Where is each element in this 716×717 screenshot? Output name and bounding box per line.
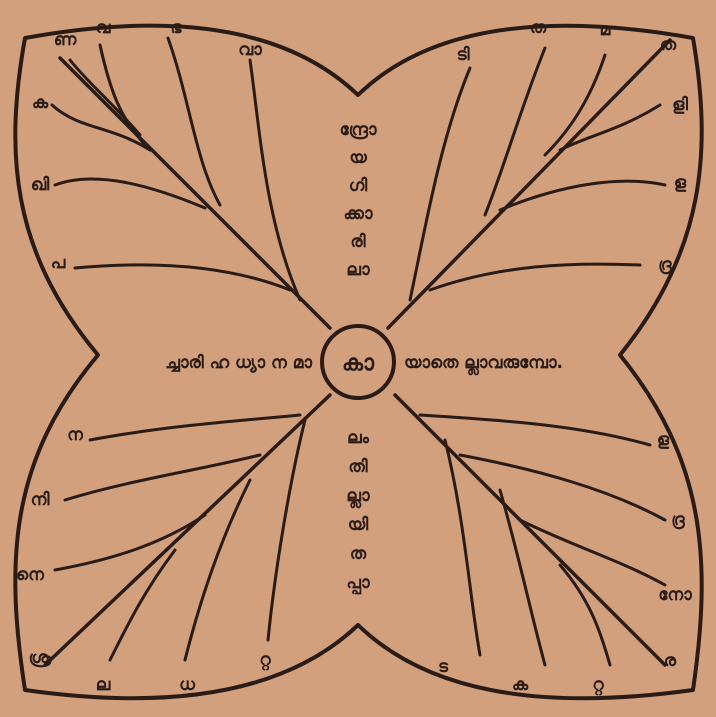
- midrib-bottom-left: [45, 395, 330, 665]
- vertical-top-glyph: ലാ: [346, 260, 370, 280]
- vertical-bottom-glyph: ത: [350, 544, 367, 564]
- rim-glyph: ള: [657, 430, 670, 450]
- rim-glyph: ക: [512, 675, 529, 695]
- rim-glyph: റ്റ: [592, 675, 604, 695]
- row-left-text: ച്ചാരി ഹ ധ്യാ ന മാ: [165, 353, 312, 373]
- rim-glyph: ള: [674, 173, 687, 193]
- rim-glyph: ദ്ര: [671, 510, 685, 530]
- rim-glyph: ല: [96, 675, 111, 695]
- rim-glyph: ക: [32, 93, 49, 113]
- rim-glyph: ന: [67, 425, 84, 445]
- vertical-top-glyph: ഗി: [349, 176, 368, 196]
- rim-glyph: ദ്ര: [658, 255, 672, 275]
- rim-glyph: ര: [664, 651, 677, 671]
- vertical-top-column: ന്ദ്രോ യ ഗി ക്കാ രി ലാ: [339, 120, 376, 280]
- rim-glyph: ത: [530, 18, 547, 38]
- rim-glyph: ശ്ര: [29, 648, 53, 668]
- rim-glyph: വ: [96, 18, 112, 38]
- rim-glyph: ഭ: [171, 18, 183, 38]
- vertical-bottom-glyph: തി: [348, 457, 368, 477]
- rim-glyph: റ്റ: [259, 650, 271, 670]
- rim-glyph: നെ: [16, 565, 45, 585]
- rim-glyph: നോ: [658, 585, 692, 605]
- center-letter: കാ: [342, 351, 375, 376]
- rim-glyph: ത: [660, 35, 677, 55]
- vertical-top-glyph: രി: [350, 232, 365, 252]
- vertical-bottom-glyph: പ്പാ: [346, 573, 370, 596]
- rim-glyph: ധ: [179, 675, 196, 695]
- midrib-top-right: [388, 40, 670, 328]
- vertical-top-glyph: ക്കാ: [344, 204, 373, 224]
- rim-glyph: ട: [438, 657, 449, 677]
- rim-glyph: നി: [31, 490, 50, 510]
- rim-glyph: പ: [51, 253, 66, 273]
- vertical-bottom-glyph: യി: [348, 515, 369, 535]
- row-right-text: യാതെ ല്ലാവരുമ്പോ.: [404, 353, 563, 376]
- rim-glyph: വാ: [238, 40, 262, 60]
- midrib-bottom-right: [395, 395, 665, 665]
- vertical-bottom-glyph: ല്ലാ: [346, 486, 370, 509]
- rim-glyph: ളി: [672, 95, 688, 115]
- rim-glyph: ണ: [54, 30, 77, 50]
- vertical-top-glyph: യ: [349, 148, 367, 168]
- rim-glyph: മ: [600, 20, 611, 40]
- vertical-top-glyph: ന്ദ്രോ: [339, 120, 376, 140]
- vertical-bottom-column: ലം തി ല്ലാ യി ത പ്പാ: [346, 428, 370, 596]
- vertical-bottom-glyph: ലം: [347, 428, 370, 448]
- rim-glyph: ടി: [456, 45, 469, 65]
- rim-glyph: ഖി: [31, 175, 50, 195]
- midrib-top-left: [60, 58, 330, 328]
